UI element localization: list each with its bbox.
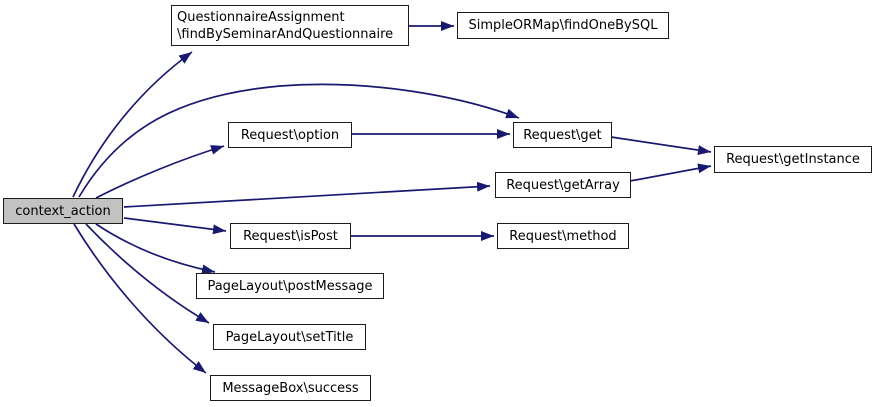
edge-context-action-to-request-option bbox=[95, 145, 225, 199]
node-pagelayout-postmessage[interactable]: PageLayout\postMessage bbox=[196, 273, 384, 299]
node-label: context_action bbox=[15, 203, 111, 219]
node-label: Request\isPost bbox=[243, 228, 338, 244]
edge-context-action-to-findbyseminarandquestionnaire bbox=[72, 51, 193, 198]
node-label: Request\getArray bbox=[506, 177, 620, 193]
edge-context-action-to-pagelayout-settitle bbox=[85, 223, 210, 324]
node-request-method[interactable]: Request\method bbox=[497, 223, 629, 249]
node-questionnaireassignment-findbyseminarandquestionnaire[interactable]: QuestionnaireAssignment \findBySeminarAn… bbox=[171, 5, 409, 46]
node-label: SimpleORMap\findOneBySQL bbox=[468, 18, 658, 33]
node-request-option[interactable]: Request\option bbox=[228, 122, 352, 148]
node-label: Request\getInstance bbox=[726, 152, 860, 167]
node-label: PageLayout\postMessage bbox=[207, 278, 373, 294]
node-label: Request\get bbox=[523, 127, 602, 143]
node-label-line: QuestionnaireAssignment bbox=[177, 9, 345, 25]
node-request-get[interactable]: Request\get bbox=[513, 122, 612, 148]
node-label: Request\option bbox=[240, 127, 340, 143]
edge-context-action-to-pagelayout-postmessage bbox=[95, 223, 216, 275]
node-simpleormap-findonebysql[interactable]: SimpleORMap\findOneBySQL bbox=[457, 12, 669, 39]
node-label: Request\method bbox=[509, 228, 617, 244]
node-request-ispost[interactable]: Request\isPost bbox=[230, 223, 351, 249]
node-label-line: \findBySeminarAndQuestionnaire bbox=[177, 26, 394, 42]
node-label: MessageBox\success bbox=[222, 380, 359, 396]
node-label: PageLayout\setTitle bbox=[225, 329, 354, 345]
node-messagebox-success[interactable]: MessageBox\success bbox=[210, 375, 371, 401]
edge-context-action-to-messagebox-success bbox=[73, 223, 207, 374]
node-context-action: context_action bbox=[3, 198, 123, 224]
node-request-getinstance[interactable]: Request\getInstance bbox=[714, 146, 872, 173]
edge-context-action-to-request-ispost bbox=[123, 217, 227, 235]
node-pagelayout-settitle[interactable]: PageLayout\setTitle bbox=[213, 324, 366, 350]
edge-request-get-to-request-getinstance bbox=[610, 136, 712, 156]
edge-request-getarray-to-request-getinstance bbox=[629, 163, 712, 182]
edge-context-action-to-request-getarray bbox=[123, 181, 491, 208]
node-request-getarray[interactable]: Request\getArray bbox=[495, 172, 631, 198]
